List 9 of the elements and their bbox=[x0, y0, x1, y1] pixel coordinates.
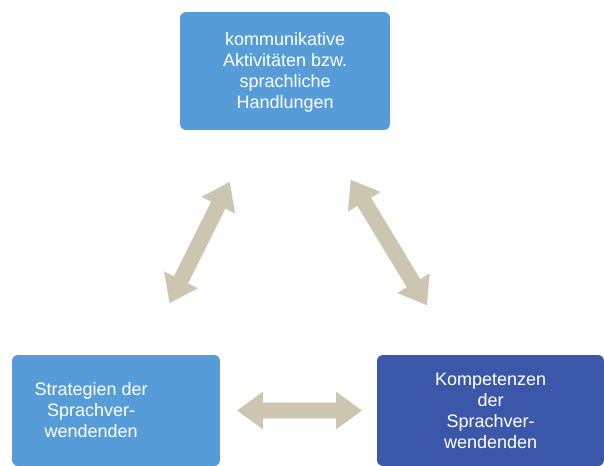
process-box bbox=[377, 355, 604, 466]
box-label: Kompetenzen der Sprachver- wendenden bbox=[434, 368, 548, 452]
double-arrow bbox=[164, 182, 236, 304]
box-label: kommunikative Aktivitäten bzw. sprachliche Handlungen bbox=[222, 29, 348, 113]
process-box bbox=[180, 12, 390, 130]
double-arrow bbox=[348, 180, 430, 306]
box-label: Strategien der Sprachver- wendenden bbox=[34, 379, 148, 442]
process-box bbox=[12, 355, 220, 466]
double-arrow bbox=[237, 392, 362, 430]
